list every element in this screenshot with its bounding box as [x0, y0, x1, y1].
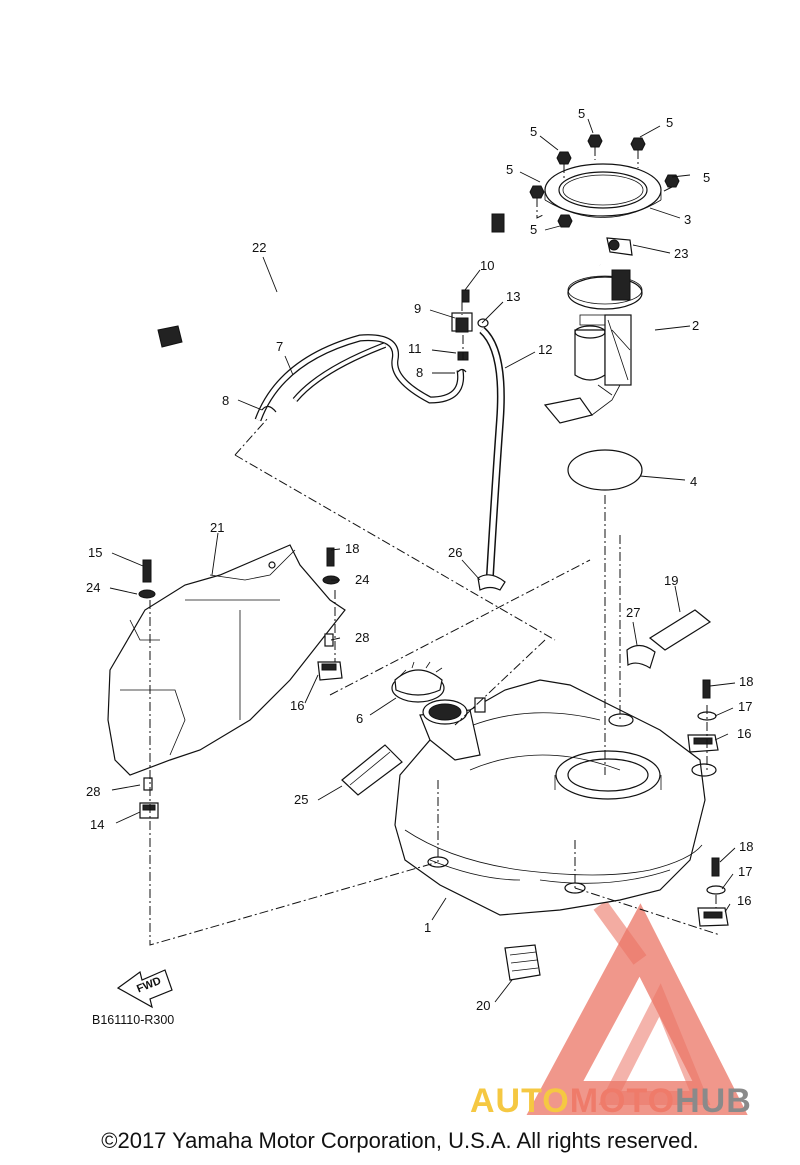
callout-4: 4 — [690, 474, 697, 489]
diagram-code: B161110-R300 — [92, 1013, 174, 1027]
leader-lines — [109, 118, 736, 1003]
callout-24b: 24 — [355, 572, 369, 587]
callout-16c: 16 — [737, 893, 751, 908]
overflow-hose — [479, 326, 505, 576]
callout-17b: 17 — [738, 864, 752, 879]
callout-13: 13 — [506, 289, 520, 304]
watermark-part-hub: HUB — [675, 1082, 752, 1120]
fuel-pump-gasket — [567, 449, 643, 491]
callout-8b: 8 — [416, 365, 423, 380]
callout-16b: 16 — [737, 726, 751, 741]
callout-9: 9 — [414, 301, 421, 316]
callout-28b: 28 — [86, 784, 100, 799]
callout-6: 6 — [356, 711, 363, 726]
callout-18a: 18 — [345, 541, 359, 556]
callout-23: 23 — [674, 246, 688, 261]
fuel-hose — [157, 213, 601, 348]
callout-22: 22 — [252, 240, 266, 255]
callout-5e: 5 — [506, 162, 513, 177]
breather-hose — [254, 334, 465, 422]
watermark-part-auto: AUTO — [470, 1082, 570, 1120]
assembly-guide-lines — [149, 302, 721, 946]
callout-15: 15 — [88, 545, 102, 560]
callout-24a: 24 — [86, 580, 100, 595]
callout-11: 11 — [408, 341, 422, 356]
callout-20: 20 — [476, 998, 490, 1013]
callout-14: 14 — [90, 817, 104, 832]
callout-25: 25 — [294, 792, 308, 807]
callout-1: 1 — [424, 920, 431, 935]
callout-5c: 5 — [666, 115, 673, 130]
copyright-notice: ©2017 Yamaha Motor Corporation, U.S.A. A… — [101, 1128, 699, 1153]
callout-12: 12 — [538, 342, 552, 357]
callout-19: 19 — [664, 573, 678, 588]
fuel-pump-ring-nut — [544, 163, 662, 218]
watermark-part-moto: MOTO — [570, 1082, 675, 1120]
callout-27: 27 — [626, 605, 640, 620]
callout-18c: 18 — [739, 839, 753, 854]
tank-damper-strip — [648, 609, 712, 651]
warning-label — [341, 744, 403, 796]
callout-5b: 5 — [578, 106, 585, 121]
watermark-logo-icon — [526, 900, 748, 1115]
nut-set — [529, 134, 680, 228]
callout-10: 10 — [480, 258, 494, 273]
callout-26: 26 — [448, 545, 462, 560]
callout-28a: 28 — [355, 630, 369, 645]
fuel-tank-cap — [391, 661, 445, 703]
mounting-hardware — [138, 547, 729, 927]
callout-16a: 16 — [290, 698, 304, 713]
callout-17a: 17 — [738, 699, 752, 714]
tank-band — [626, 644, 656, 669]
tank-side-cover — [107, 544, 346, 776]
hose-joint-clamp — [606, 237, 633, 256]
callout-2: 2 — [692, 318, 699, 333]
hose-clamp — [477, 574, 506, 591]
callout-3: 3 — [684, 212, 691, 227]
watermark-text: AUTOMOTOHUB — [470, 1082, 752, 1120]
fuel-filler-neck — [419, 697, 486, 761]
callout-8a: 8 — [222, 393, 229, 408]
callout-5a: 5 — [530, 124, 537, 139]
fuel-pump — [543, 269, 643, 424]
callout-5f: 5 — [530, 222, 537, 237]
callout-5d: 5 — [703, 170, 710, 185]
tank-grommet — [504, 944, 541, 981]
callout-21: 21 — [210, 520, 224, 535]
callout-7: 7 — [276, 339, 283, 354]
forward-arrow-icon: FWD — [116, 969, 173, 1009]
callout-18b: 18 — [739, 674, 753, 689]
